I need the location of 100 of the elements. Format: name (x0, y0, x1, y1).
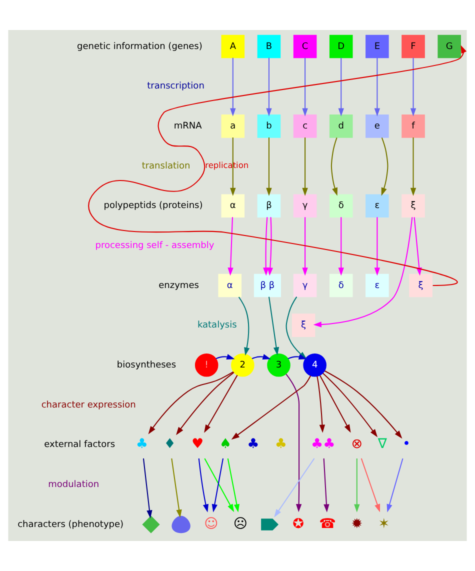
arrow (204, 458, 234, 512)
label: characters (phenotype) (18, 520, 124, 530)
arrow (171, 458, 182, 518)
node-box: ξ (402, 194, 425, 218)
node-box: α (218, 274, 242, 298)
arrow (230, 137, 236, 196)
node-box: γ (293, 194, 317, 218)
arrow (216, 354, 235, 360)
arrow (176, 372, 234, 436)
node-text: ☺ (204, 516, 218, 532)
arrow (410, 137, 416, 196)
arrow (313, 217, 413, 328)
arrow (148, 371, 234, 434)
arrow (338, 217, 344, 276)
arrow (374, 58, 380, 116)
node-text: ♠ (219, 436, 232, 452)
arrow (263, 217, 269, 276)
label: enzymes (158, 280, 199, 291)
node-text: ♣♣ (310, 436, 336, 452)
arrow (252, 354, 271, 360)
arrow (228, 217, 234, 276)
node-box: δ (329, 194, 353, 218)
arrow (230, 58, 236, 116)
arrow (360, 458, 380, 512)
node-box: ξ (409, 274, 432, 298)
arrow (381, 137, 388, 196)
arrow (386, 458, 404, 512)
node-circle: 2 (231, 354, 254, 377)
node-box: e (366, 114, 389, 138)
arrow (316, 376, 326, 433)
node-text: ∇ (378, 436, 387, 452)
arrow (288, 354, 307, 360)
arrow (374, 217, 380, 276)
node-box: c (293, 114, 317, 138)
node-box: E (366, 34, 389, 58)
node-butterfly (142, 516, 160, 534)
label: transcription (147, 82, 204, 92)
node-arrow (261, 518, 279, 530)
node-box: D (329, 34, 353, 58)
arrow (198, 458, 208, 512)
arrow (268, 296, 280, 356)
arrow (410, 58, 416, 116)
node-circle: ! (194, 354, 218, 377)
arrow (338, 58, 344, 116)
arrow (354, 458, 360, 512)
node-text: ✪ (292, 516, 304, 532)
arrow (238, 296, 250, 356)
arrow (302, 217, 308, 276)
arrow (302, 58, 308, 116)
node-box: C (293, 34, 317, 58)
node-text: ☎ (319, 516, 336, 532)
label: external factors (44, 440, 116, 450)
arrow (286, 374, 302, 512)
node-circle: 4 (303, 354, 326, 377)
node-text: ♣ (274, 436, 288, 452)
node-box: ε (366, 194, 389, 218)
label: character expression (41, 400, 136, 410)
node-text: ♣ (247, 436, 260, 452)
node-box: F (402, 34, 425, 58)
node-text: ♣ (136, 436, 148, 452)
arrow (320, 375, 351, 433)
node-box: γ (293, 274, 317, 298)
node-box: B (257, 34, 281, 58)
node-circle: 3 (267, 354, 290, 377)
arrow (266, 137, 272, 196)
arrow (267, 217, 274, 276)
node-text: ♦ (164, 436, 176, 452)
arrow (322, 372, 378, 438)
arrow (302, 137, 308, 196)
label: processing self - assembly (95, 241, 214, 251)
arrow (88, 45, 467, 286)
node-text: ♥ (192, 436, 204, 452)
node-box: b (257, 114, 281, 138)
node-box: β β (254, 274, 281, 298)
node-box: a (221, 114, 245, 138)
label: katalysis (197, 320, 237, 331)
node-box: β (257, 194, 281, 218)
arrow (266, 58, 272, 116)
node-box: δ (329, 274, 353, 298)
node-text: ⊗ (351, 436, 363, 452)
node-box: ξ (292, 314, 316, 337)
arrow (227, 458, 240, 512)
node-box: d (329, 114, 353, 138)
arrow (324, 370, 402, 439)
node-text: • (402, 436, 410, 452)
arrow (204, 374, 238, 433)
node-text: ✶ (378, 516, 390, 532)
node-knot (172, 516, 190, 534)
arrow (330, 138, 338, 196)
node-box: ε (366, 274, 389, 298)
arrow (323, 458, 330, 512)
arrow (231, 376, 312, 440)
label: mRNA (174, 122, 202, 132)
node-box: α (221, 194, 245, 218)
node-box: f (402, 114, 425, 138)
arrow (212, 458, 224, 512)
node-box: G (438, 34, 461, 58)
node-box: A (221, 34, 245, 58)
node-text: ✹ (351, 516, 363, 532)
arrow (142, 458, 152, 518)
